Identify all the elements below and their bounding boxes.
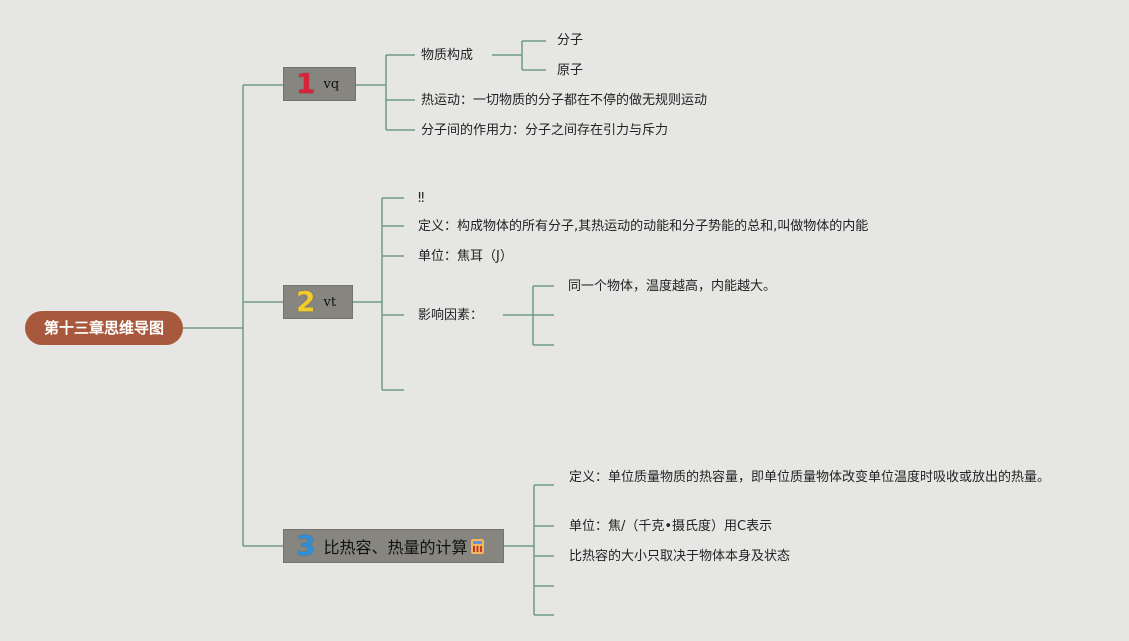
branch-2-number: 2 xyxy=(296,285,316,318)
abacus-icon xyxy=(470,538,484,554)
leaf-internal-energy-definition[interactable]: 定义：构成物体的所有分子,其热运动的动能和分子势能的总和,叫做物体的内能 xyxy=(418,219,869,234)
root-node[interactable]: 第十三章思维导图 xyxy=(25,311,183,345)
leaf-thermal-motion[interactable]: 热运动：一切物质的分子都在不停的做无规则运动 xyxy=(421,93,708,108)
leaf-influencing-factors[interactable]: 影响因素： xyxy=(418,308,484,323)
branch-2-label: vt xyxy=(323,294,337,310)
branch-node-2[interactable]: 2 vt xyxy=(283,285,353,319)
leaf-atom[interactable]: 原子 xyxy=(557,63,584,78)
leaf-molecule[interactable]: 分子 xyxy=(557,33,584,48)
branch-3-number: 3 xyxy=(296,529,316,562)
leaf-matter-composition[interactable]: 物质构成 xyxy=(421,48,474,63)
leaf-specific-heat-dependence[interactable]: 比热容的大小只取决于物体本身及状态 xyxy=(569,549,791,564)
leaf-internal-energy-unit[interactable]: 单位：焦耳（J） xyxy=(418,249,513,264)
leaf-specific-heat-unit[interactable]: 单位：焦/（千克•摄氏度）用C表示 xyxy=(569,519,773,534)
leaf-intermolecular-force[interactable]: 分子间的作用力：分子之间存在引力与斥力 xyxy=(421,123,669,138)
leaf-double-exclamation[interactable]: ‼ xyxy=(418,191,425,206)
branch-node-3[interactable]: 3 比热容、热量的计算 xyxy=(283,529,504,563)
branch-1-number: 1 xyxy=(296,67,316,100)
branch-3-label: 比热容、热量的计算 xyxy=(323,538,468,557)
leaf-specific-heat-definition[interactable]: 定义：单位质量物质的热容量，即单位质量物体改变单位温度时吸收或放出的热量。 xyxy=(569,470,1051,485)
branch-node-1[interactable]: 1 vq xyxy=(283,67,356,101)
branch-1-label: vq xyxy=(323,76,340,92)
leaf-temperature-factor[interactable]: 同一个物体，温度越高，内能越大。 xyxy=(568,279,777,294)
